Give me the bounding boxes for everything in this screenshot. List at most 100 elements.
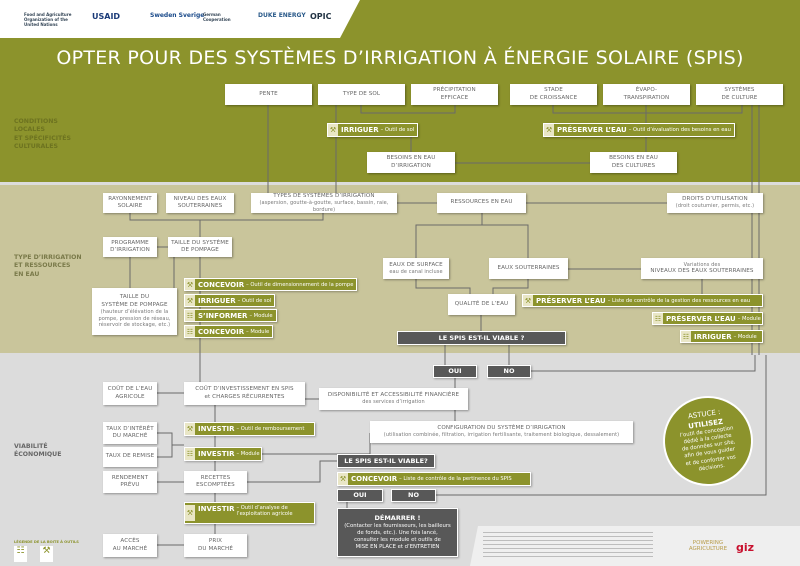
tool-investir-analyse[interactable]: ⚒INVESTIR– Outil d’analyse de l’exploita…	[184, 502, 315, 524]
box-recettes: RECETTES ESCOMPTÉES	[184, 471, 247, 493]
wrench-icon: ⚒	[328, 124, 338, 136]
box-eaux-souterraines: EAUX SOUTERRAINES	[489, 258, 568, 279]
logo-powering-agriculture: POWERING AGRICULTURE	[688, 540, 728, 552]
title: CONFIGURATION DU SYSTÈME D’IRRIGATION	[437, 425, 566, 432]
tool-desc: – Liste de contrôle de la gestion des re…	[607, 297, 751, 304]
tool-label: PRÉSERVER L’EAU	[557, 126, 627, 134]
box-stade-croissance: STADE DE CROISSANCE	[510, 84, 597, 105]
logo-sweden: Sweden Sverige	[150, 12, 205, 19]
tool-concevoir-pompe[interactable]: ⚒CONCEVOIR– Outil de dimensionnement de …	[184, 278, 358, 291]
document-icon: ☷	[185, 448, 195, 460]
answer-oui-2[interactable]: OUI	[337, 489, 383, 502]
wrench-icon: ⚒	[185, 279, 195, 290]
legend-document-icon: ☷	[14, 546, 27, 562]
answer-no-2[interactable]: NO	[391, 489, 436, 502]
tool-irriguer-sol-2[interactable]: ⚒IRRIGUER– Outil de sol	[184, 294, 276, 307]
wrench-icon: ⚒	[544, 124, 554, 136]
tool-label: IRRIGUER	[198, 296, 236, 305]
title: EAUX DE SURFACE	[389, 261, 443, 268]
tool-label: INVESTIR	[198, 505, 235, 513]
tool-desc: – Liste de contrôle de la pertinence du …	[399, 476, 512, 482]
tool-desc: – Module	[737, 315, 761, 322]
legend-wrench-icon: ⚒	[40, 546, 53, 562]
tool-desc: – Outil de sol	[380, 127, 415, 133]
logo-german-cooperation: German Cooperation	[203, 12, 231, 22]
tool-desc: – Outil d’évaluation des besoins en eau	[628, 127, 731, 133]
box-ressources-eau: RESSOURCES EN EAU	[437, 193, 526, 213]
box-demarrer: DÉMARRER !(Contacter les fournisseurs, l…	[337, 508, 458, 557]
box-precipitation: PRÉCIPITATION EFFICACE	[411, 84, 498, 105]
document-icon: ☷	[185, 326, 195, 337]
tool-preserver-besoins[interactable]: ⚒PRÉSERVER L’EAU– Outil d’évaluation des…	[543, 123, 735, 137]
tool-irriguer-module[interactable]: ☷IRRIGUER– Module	[680, 330, 763, 343]
subtitle: (droit coutumier, permis, etc.)	[675, 203, 755, 210]
box-rayonnement: RAYONNEMENT SOLAIRE	[103, 193, 157, 213]
answer-no[interactable]: NO	[487, 365, 531, 378]
decision-spis-viable-2: LE SPIS EST-IL VIABLE?	[337, 454, 435, 468]
answer-oui[interactable]: OUI	[433, 365, 477, 378]
header-olive-wedge	[340, 0, 800, 38]
wrench-icon: ⚒	[338, 473, 348, 485]
tool-preserver-liste[interactable]: ⚒PRÉSERVER L’EAU– Liste de contrôle de l…	[522, 294, 763, 307]
box-taille-systeme: TAILLE DU SYSTÈME DE POMPAGE	[168, 237, 232, 257]
logo-usaid: USAID	[92, 12, 121, 21]
subtitle: (Contacter les fournisseurs, les bailleu…	[344, 522, 451, 551]
box-niveau-eaux: NIVEAU DES EAUX SOUTERRAINES	[166, 193, 234, 213]
tool-desc: – Module	[236, 451, 260, 457]
tool-label: INVESTIR	[198, 450, 235, 458]
title: DROITS D’UTILISATION	[682, 196, 748, 203]
tool-label: PRÉSERVER L’EAU	[536, 296, 606, 305]
tool-label: CONCEVOIR	[351, 475, 398, 483]
tool-desc: – Outil de dimensionnement de la pompe	[246, 281, 354, 288]
tool-desc: – Outil d’analyse de l’exploitation agri…	[236, 505, 293, 517]
tool-concevoir-pertinence[interactable]: ⚒CONCEVOIR– Liste de contrôle de la pert…	[337, 472, 531, 486]
subtitle: eau de canal incluse	[389, 268, 443, 275]
tool-label: CONCEVOIR	[198, 327, 245, 336]
legend-title: LÉGENDE DE LA BOITE À OUTILS	[14, 540, 79, 544]
logo-duke-energy: DUKE ENERGY	[258, 12, 306, 19]
document-icon: ☷	[653, 313, 663, 324]
tool-irriguer-sol[interactable]: ⚒IRRIGUER– Outil de sol	[327, 123, 419, 137]
tool-label: S’INFORMER	[198, 311, 248, 320]
tool-label: IRRIGUER	[341, 126, 379, 134]
box-taux-remise: TAUX DE REMISE	[103, 447, 157, 467]
title: DÉMARRER !	[374, 513, 421, 522]
box-prix-marche: PRIX DU MARCHÉ	[184, 534, 247, 557]
subtitle: des services d’irrigation	[362, 399, 425, 406]
wrench-icon: ⚒	[185, 295, 195, 306]
tool-concevoir-module[interactable]: ☷CONCEVOIR– Module	[184, 325, 274, 338]
box-programme-irrigation: PROGRAMME D’IRRIGATION	[103, 237, 157, 257]
section-label-viabilite: VIABILITÉ ÉCONOMIQUE	[14, 443, 62, 459]
tool-label: INVESTIR	[198, 425, 235, 433]
logo-opic: OPIC	[310, 12, 332, 21]
box-configuration: CONFIGURATION DU SYSTÈME D’IRRIGATION(ut…	[370, 421, 633, 443]
document-icon: ☷	[185, 310, 195, 321]
wrench-icon: ⚒	[185, 505, 195, 521]
box-besoins-cultures: BESOINS EN EAU DES CULTURES	[590, 152, 677, 173]
subtitle: (utilisation combinée, filtration, irrig…	[383, 432, 620, 439]
tool-desc: – Module	[733, 333, 757, 340]
subtitle: Variations des	[683, 261, 721, 268]
section-label-conditions: CONDITIONS LOCALES ET SPÉCIFICITÉS CULTU…	[14, 118, 71, 151]
logo-fao: Food and Agriculture Organization of the…	[24, 12, 72, 27]
box-rendement: RENDEMENT PRÉVU	[103, 471, 157, 493]
tool-label: PRÉSERVER L’EAU	[666, 314, 736, 323]
tool-investir-remboursement[interactable]: ⚒INVESTIR– Outil de remboursement	[184, 422, 315, 436]
box-evapotranspiration: ÉVAPO- TRANSPIRATION	[603, 84, 690, 105]
page-title: OPTER POUR DES SYSTÈMES D’IRRIGATION À É…	[56, 47, 744, 69]
box-besoins-irrigation: BESOINS EN EAU D’IRRIGATION	[367, 152, 455, 173]
footer-fine-print	[483, 532, 653, 560]
box-pente: PENTE	[225, 84, 312, 105]
subtitle: (aspersion, goutte-à-goutte, surface, ba…	[259, 200, 389, 213]
wrench-icon: ⚒	[185, 423, 195, 435]
title: TYPES DE SYSTÈMES D’IRRIGATION	[273, 192, 375, 199]
tool-label: IRRIGUER	[694, 332, 732, 341]
document-icon: ☷	[681, 331, 691, 342]
tool-sinformer-module[interactable]: ☷S’INFORMER– Module	[184, 309, 277, 322]
wrench-icon: ⚒	[523, 295, 533, 306]
tool-preserver-module[interactable]: ☷PRÉSERVER L’EAU– Module	[652, 312, 763, 325]
tool-investir-module[interactable]: ☷INVESTIR– Module	[184, 447, 262, 461]
